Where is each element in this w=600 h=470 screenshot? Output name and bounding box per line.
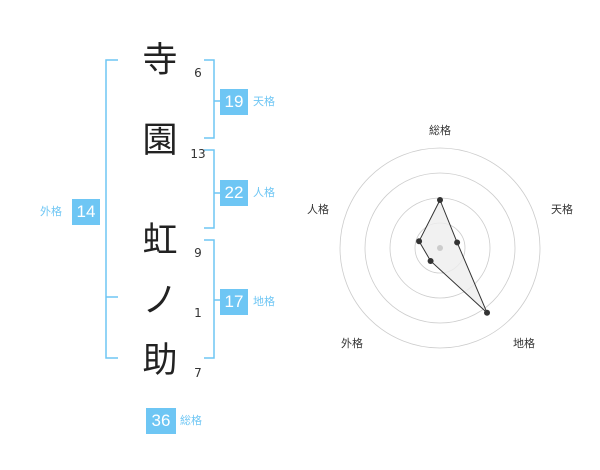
stroke-count-1: 6 bbox=[194, 66, 202, 80]
soukaku-label: 総格 bbox=[180, 414, 202, 427]
radar-ring bbox=[339, 147, 541, 349]
radar-label-chikaku: 地格 bbox=[513, 337, 535, 350]
stroke-count-5: 7 bbox=[194, 366, 202, 380]
name-char-4: ノ bbox=[142, 281, 178, 321]
radar-point-0 bbox=[437, 197, 443, 203]
gaikaku-bracket bbox=[105, 59, 118, 359]
soukaku-value-badge: 36 bbox=[146, 408, 176, 434]
stroke-count-4: 1 bbox=[194, 306, 202, 320]
gaikaku-value-badge: 14 bbox=[72, 199, 100, 225]
tenkaku-bracket bbox=[204, 59, 215, 139]
name-char-3: 虹 bbox=[142, 221, 178, 261]
jinkaku-label: 人格 bbox=[253, 186, 275, 199]
name-char-5: 助 bbox=[142, 341, 178, 381]
chikaku-bracket bbox=[204, 239, 215, 359]
radar-point-3 bbox=[427, 257, 434, 264]
radar-center-point bbox=[437, 245, 443, 251]
gaikaku-label: 外格 bbox=[40, 205, 62, 218]
radar-label-tenkaku: 天格 bbox=[551, 203, 573, 216]
jinkaku-bracket bbox=[204, 149, 215, 229]
chikaku-label: 地格 bbox=[253, 295, 275, 308]
radar-label-soukaku: 総格 bbox=[429, 124, 451, 137]
radar-ring bbox=[364, 172, 516, 324]
tenkaku-label: 天格 bbox=[253, 95, 275, 108]
radar-point-1 bbox=[454, 239, 461, 246]
name-char-1: 寺 bbox=[142, 41, 178, 81]
jinkaku-value-badge: 22 bbox=[220, 180, 248, 206]
stroke-count-2: 13 bbox=[190, 147, 206, 161]
radar-label-jinkaku: 人格 bbox=[307, 203, 329, 216]
name-char-2: 園 bbox=[142, 121, 178, 161]
tenkaku-value-badge: 19 bbox=[220, 89, 248, 115]
stroke-count-3: 9 bbox=[194, 246, 202, 260]
radar-point-2 bbox=[484, 309, 491, 316]
radar-label-gaikaku: 外格 bbox=[341, 337, 363, 350]
chikaku-value-badge: 17 bbox=[220, 289, 248, 315]
radar-point-4 bbox=[416, 238, 423, 245]
radar-polygon bbox=[418, 198, 488, 314]
